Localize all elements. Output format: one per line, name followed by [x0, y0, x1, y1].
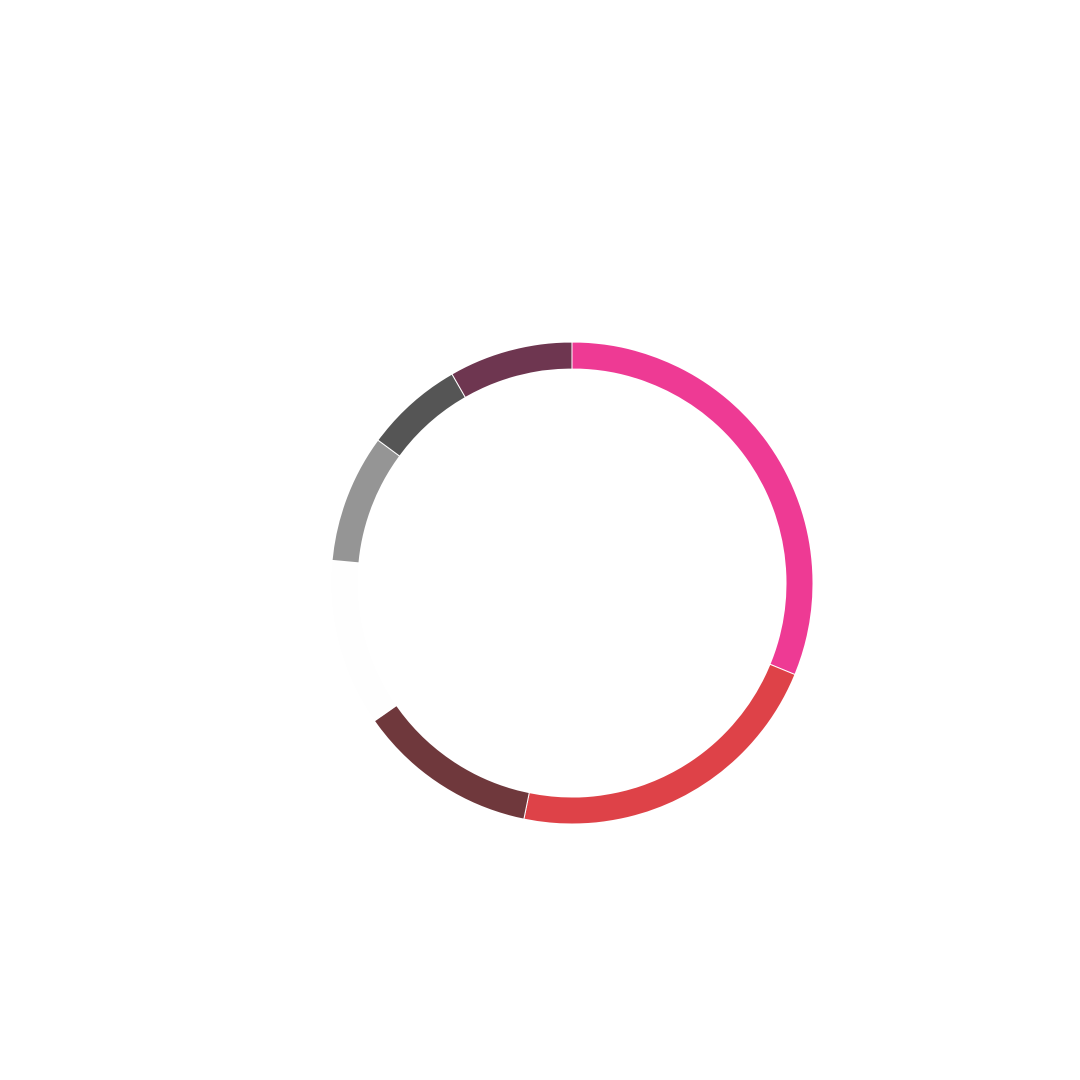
donut-slice-3	[373, 704, 530, 820]
donut-slice-4	[330, 559, 398, 722]
donut-slice-5	[331, 439, 401, 564]
donut-slice-6	[377, 373, 467, 457]
donut-slice-1	[571, 341, 814, 676]
donut-slice-7	[451, 341, 573, 399]
donut-slice-2	[523, 663, 796, 825]
